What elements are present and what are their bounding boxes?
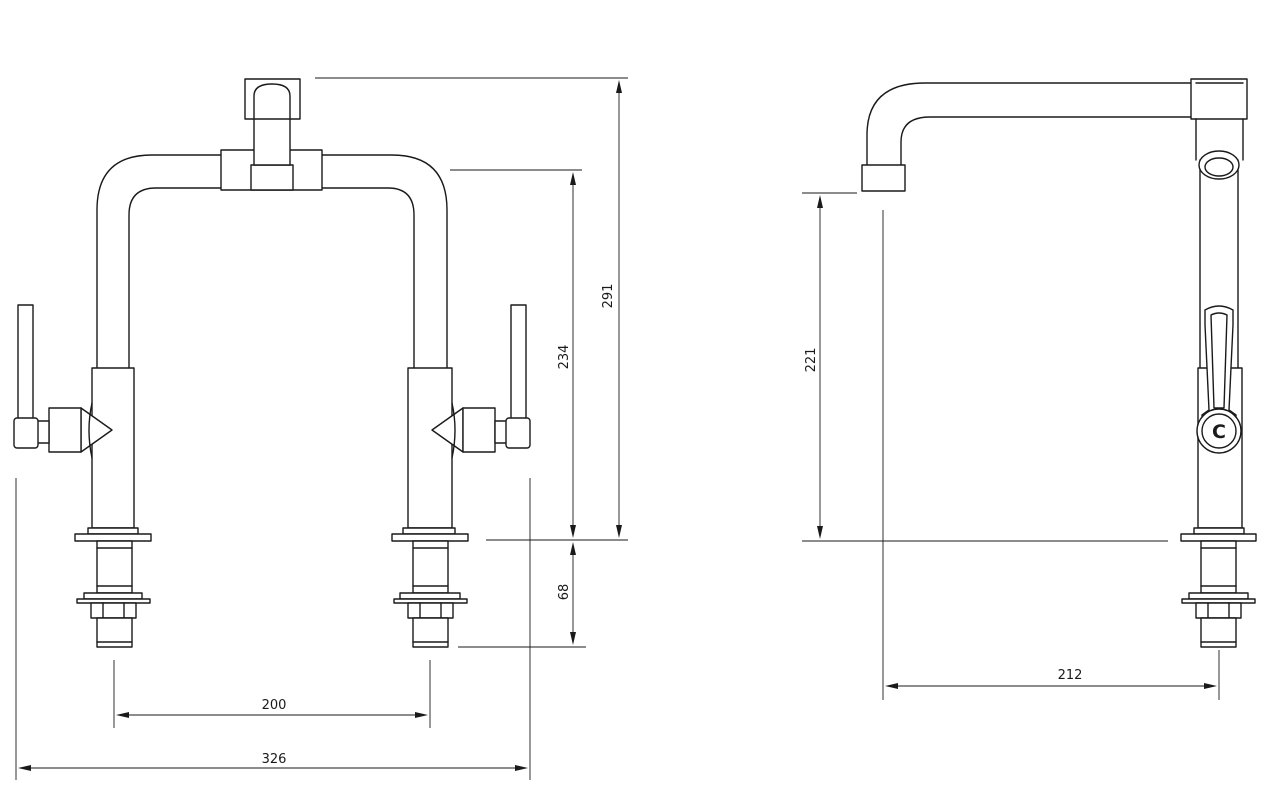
side-view: C 221 212 [802, 78, 1257, 700]
dimension-overall-height: 291 [601, 80, 622, 538]
spout-arm [866, 82, 1197, 166]
spout-nozzle [861, 164, 906, 192]
right-valve-body [407, 367, 453, 529]
left-shank [96, 540, 133, 594]
dim-label-212: 212 [1058, 668, 1083, 683]
side-nut [1195, 602, 1242, 619]
right-shank [412, 540, 449, 594]
dim-label-221: 221 [804, 348, 819, 373]
dim-label-68: 68 [557, 584, 572, 601]
dim-label-234: 234 [557, 345, 572, 370]
right-nut [407, 602, 454, 619]
left-lever-handle [17, 304, 34, 421]
right-lever-handle [510, 304, 527, 421]
dim-label-291: 291 [601, 284, 616, 309]
dim-label-200: 200 [262, 698, 287, 713]
left-flange [74, 533, 152, 542]
dimension-shank-length: 68 [557, 542, 576, 645]
dimension-spout-clearance-side: 221 [804, 195, 823, 539]
cold-marking-icon: C [1212, 421, 1226, 443]
right-valve [391, 304, 531, 648]
dimension-spout-reach: 212 [885, 668, 1217, 689]
left-nut [90, 602, 137, 619]
side-shank [1200, 540, 1237, 594]
side-lever-handle [1201, 305, 1237, 419]
dimension-overall-width: 326 [18, 752, 528, 771]
head-block [1190, 78, 1248, 120]
side-flange [1180, 533, 1257, 542]
left-valve-body [91, 367, 135, 529]
left-valve [13, 304, 152, 648]
dimension-spout-clearance-front: 234 [557, 172, 576, 538]
front-view: 291 234 68 200 326 [13, 77, 628, 780]
dimension-tap-centres: 200 [116, 698, 428, 718]
dim-label-326: 326 [262, 752, 287, 767]
right-flange [391, 533, 469, 542]
